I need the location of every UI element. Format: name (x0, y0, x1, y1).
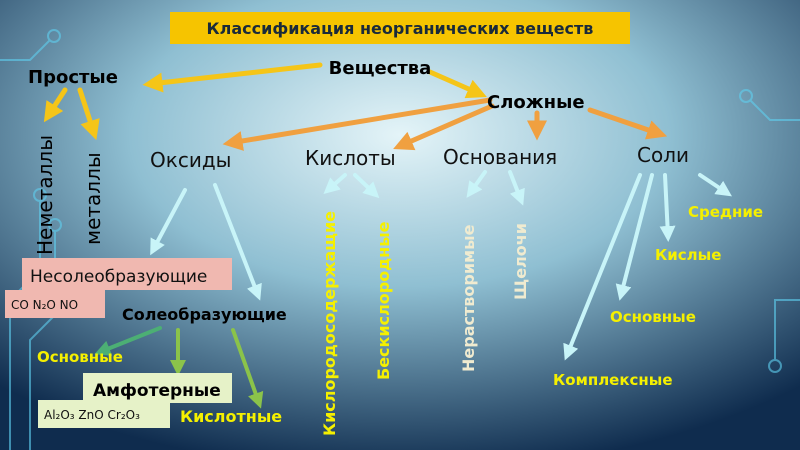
non-salt-examples-box (5, 290, 105, 318)
insoluble-bases-label: Нерастворимые (459, 224, 478, 372)
alkalis-label: Щелочи (511, 223, 530, 300)
arrow-to-nonmetals (43, 87, 68, 123)
acidic-oxides-label: Кислотные (180, 407, 282, 426)
oxides-node: Оксиды (150, 148, 231, 172)
non-salt-examples: CO N₂O NO (11, 298, 78, 312)
metals-label: металлы (81, 152, 105, 245)
acids-node: Кислоты (305, 146, 396, 170)
nonmetals-label: Неметаллы (33, 135, 57, 255)
salts-node: Соли (637, 143, 689, 167)
arrow-to-salts (587, 107, 668, 140)
acid-salts-label: Кислые (655, 246, 721, 264)
title-bar (170, 12, 630, 44)
title: Классификация неорганических веществ (207, 19, 594, 38)
salt-forming-label: Солеобразующие (122, 305, 287, 324)
oxygen-free-acids-label: Бескислородные (374, 221, 393, 380)
normal-salts-label: Средние (688, 203, 763, 221)
oxygen-acids-label: Кислородосодержащие (320, 211, 339, 436)
arrow-to-complex (427, 69, 487, 99)
arrow-to-oxides (222, 97, 493, 151)
non-salt-box (22, 258, 232, 290)
non-salt-label: Несолеобразующие (30, 267, 207, 287)
amphoteric-box (83, 373, 232, 403)
arrow-to-metals (77, 87, 100, 141)
amphoteric-examples-box (38, 400, 170, 428)
amphoteric-examples: Al₂O₃ ZnO Cr₂O₃ (44, 408, 140, 422)
arrows (43, 62, 732, 409)
arrow-to-simple (142, 62, 323, 93)
root-node: Вещества (329, 58, 432, 79)
bases-node: Основания (443, 145, 557, 169)
arrow-to-acids (393, 103, 495, 151)
complex-salts-label: Комплексные (553, 371, 673, 389)
amphoteric-label: Амфотерные (93, 381, 221, 401)
basic-oxides-label: Основные (37, 348, 123, 366)
simple-node: Простые (28, 67, 118, 88)
complex-node: Сложные (487, 92, 585, 113)
basic-salts-label: Основные (610, 308, 696, 326)
